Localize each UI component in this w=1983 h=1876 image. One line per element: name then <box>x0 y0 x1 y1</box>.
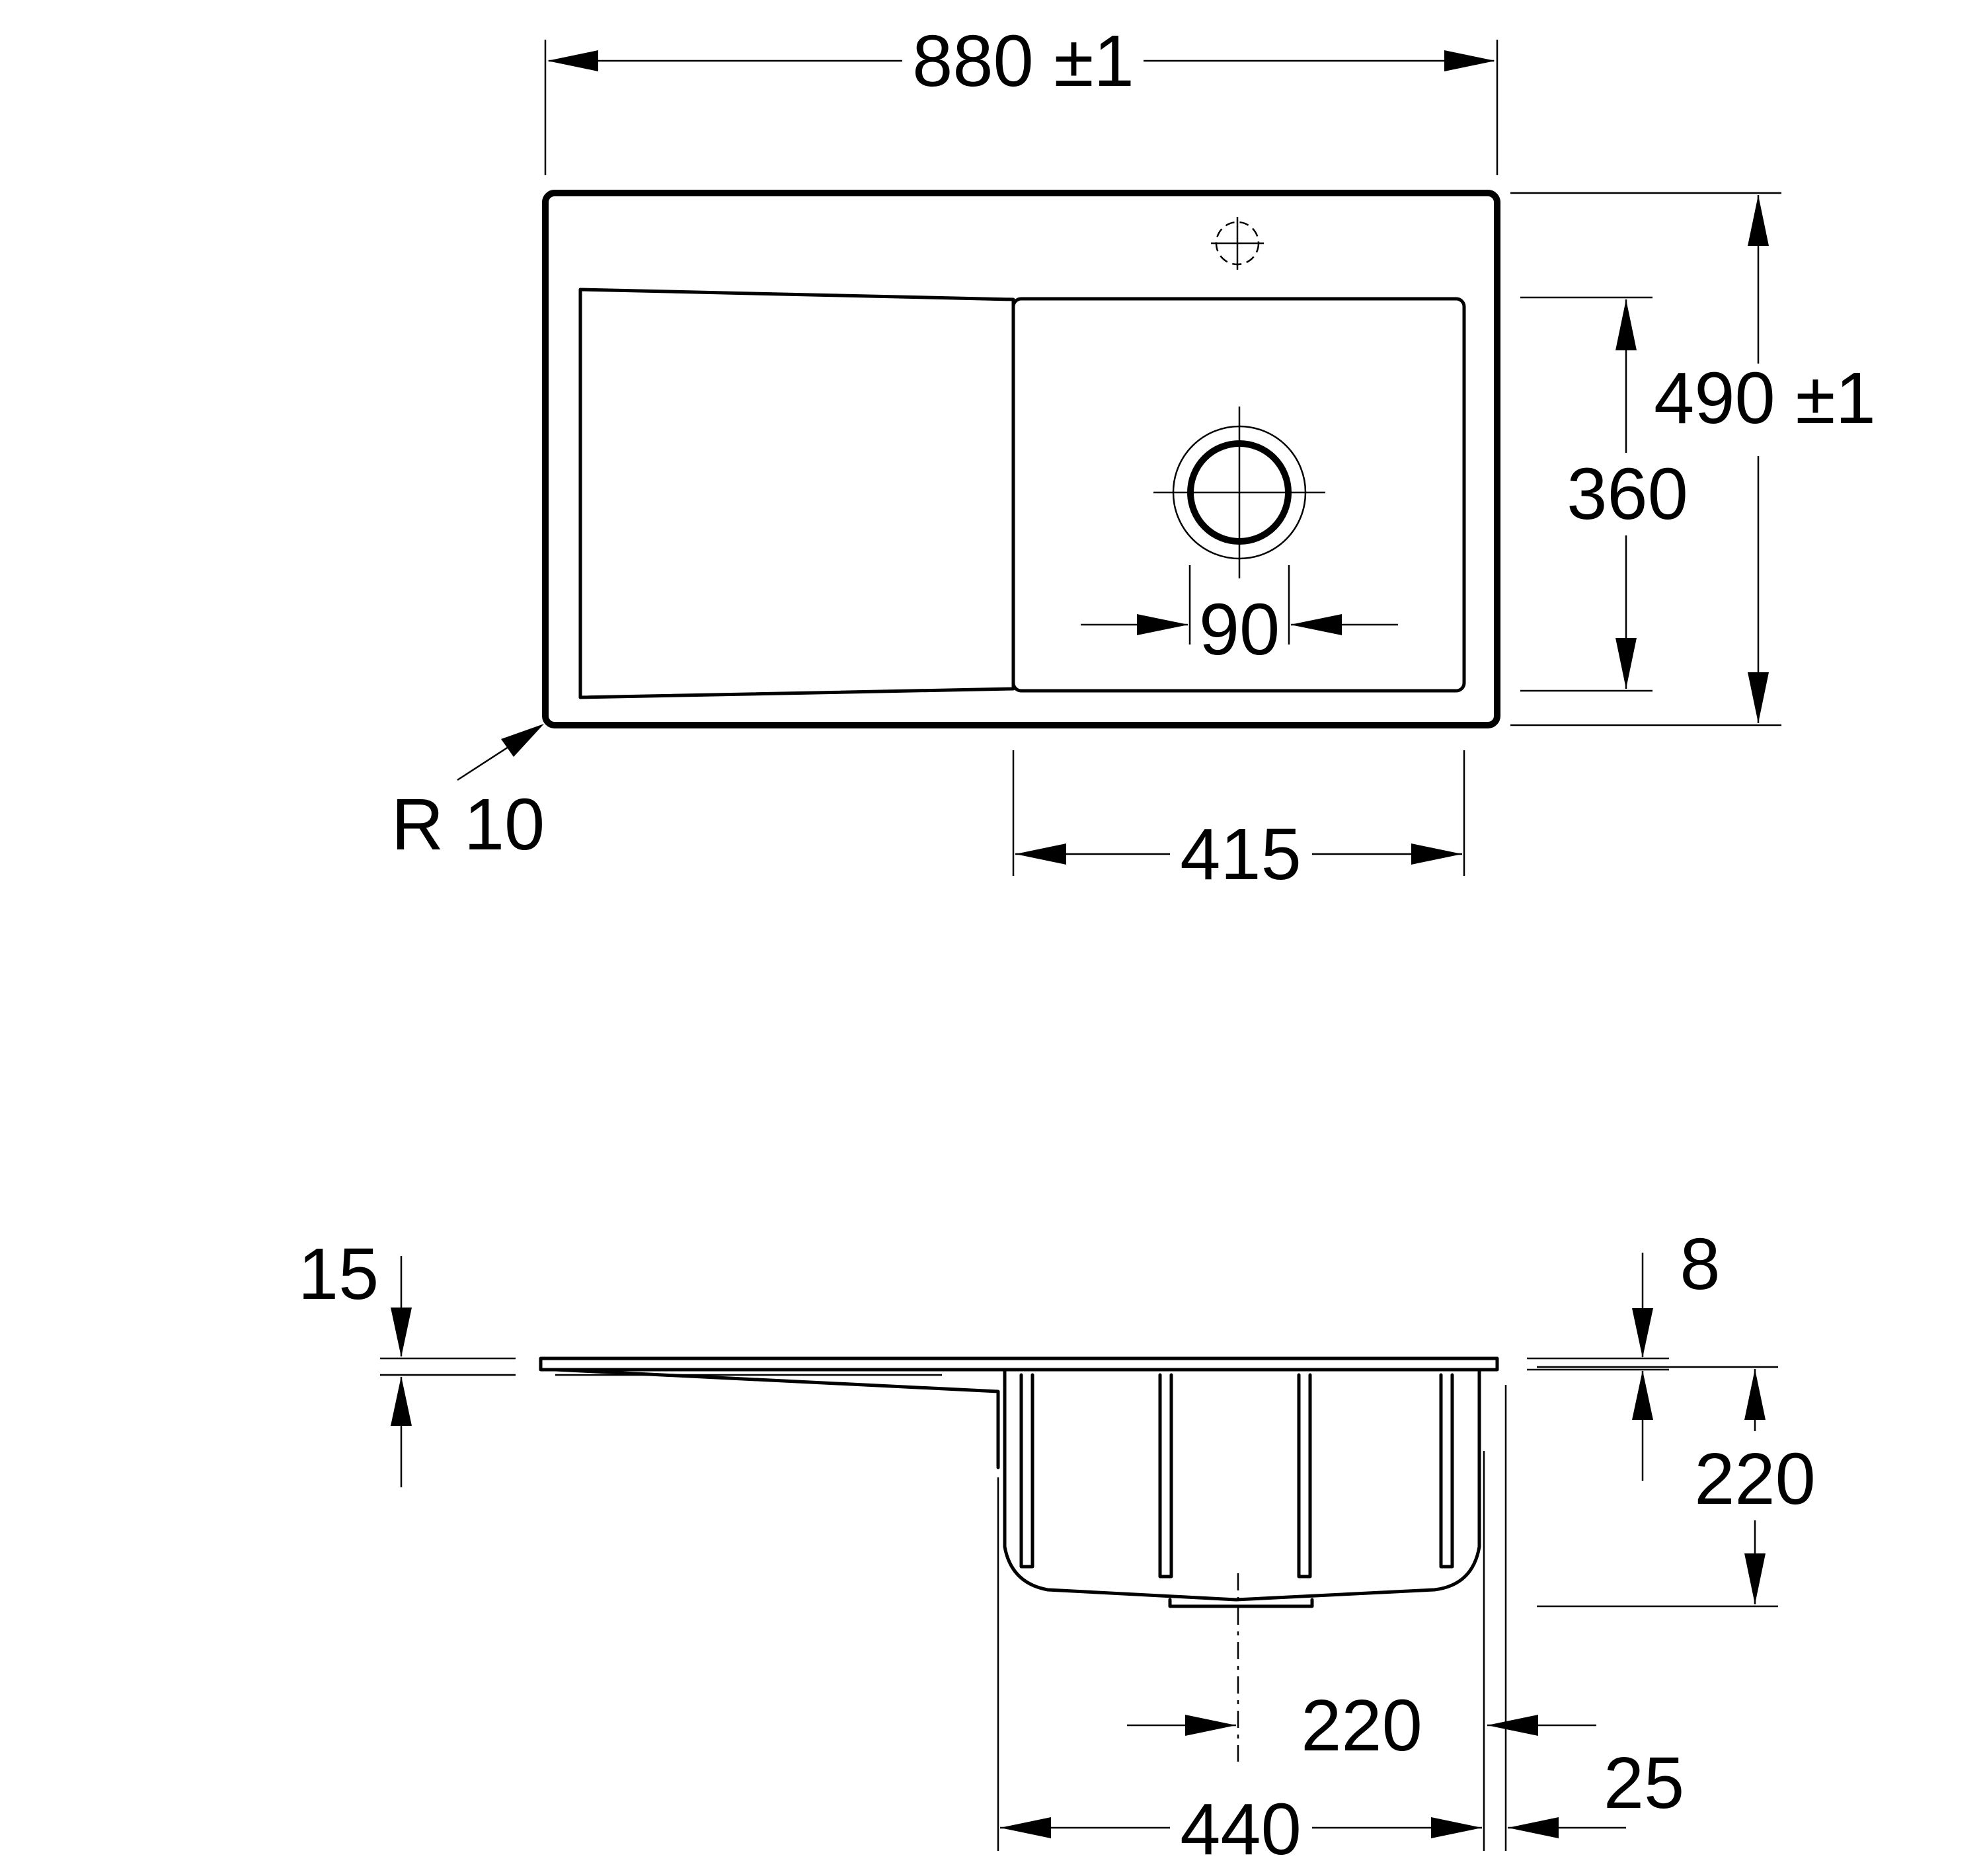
corner-radius-label: R 10 <box>391 784 545 865</box>
dimension-bowl-height: 220 <box>1537 1366 1816 1608</box>
drain-icon <box>1153 407 1325 578</box>
dimension-overall-depth: 490 ±1 <box>1510 192 1876 726</box>
overhang-label: 25 <box>1604 1742 1684 1824</box>
dimension-overhang: 25 <box>1504 1385 1684 1851</box>
drainer-profile <box>553 1368 1000 1469</box>
dimension-drain-diameter: 90 <box>1081 565 1398 670</box>
bowl-width-label: 415 <box>1180 814 1302 895</box>
overall-width-label: 880 ±1 <box>912 20 1134 102</box>
top-view: 880 ±1 490 ±1 360 <box>391 20 1876 895</box>
dimension-rim-thickness: 8 <box>1527 1224 1721 1481</box>
bowl-ribs <box>1019 1373 1454 1579</box>
dimension-drainer-thickness: 15 <box>298 1233 516 1487</box>
side-view: 15 8 220 220 <box>298 1224 1816 1870</box>
rim-profile <box>539 1356 1499 1372</box>
bowl-outer-width-label: 440 <box>1180 1789 1302 1870</box>
dimension-bowl-outer-width: 440 <box>997 1451 1485 1870</box>
bowl-profile <box>1003 1370 1481 1602</box>
dimension-bowl-width: 415 <box>1012 750 1465 895</box>
sink-outline <box>542 190 1500 728</box>
drainer-outline <box>578 288 1015 699</box>
drainer-thickness-label: 15 <box>298 1233 379 1315</box>
bowl-outline <box>1011 297 1466 693</box>
bowl-depth-label: 360 <box>1567 453 1688 535</box>
dimension-drain-offset: 220 <box>1127 1685 1596 1766</box>
bowl-height-label: 220 <box>1694 1438 1816 1520</box>
drain-offset-label: 220 <box>1301 1685 1422 1766</box>
drain-diameter-label: 90 <box>1199 589 1280 670</box>
dimension-overall-width: 880 ±1 <box>544 20 1498 175</box>
dimension-bowl-depth: 360 <box>1520 296 1688 692</box>
rim-thickness-label: 8 <box>1680 1224 1720 1305</box>
tap-hole-icon <box>1211 217 1264 270</box>
dimension-corner-radius: R 10 <box>391 724 545 865</box>
overall-depth-label: 490 ±1 <box>1654 358 1876 439</box>
